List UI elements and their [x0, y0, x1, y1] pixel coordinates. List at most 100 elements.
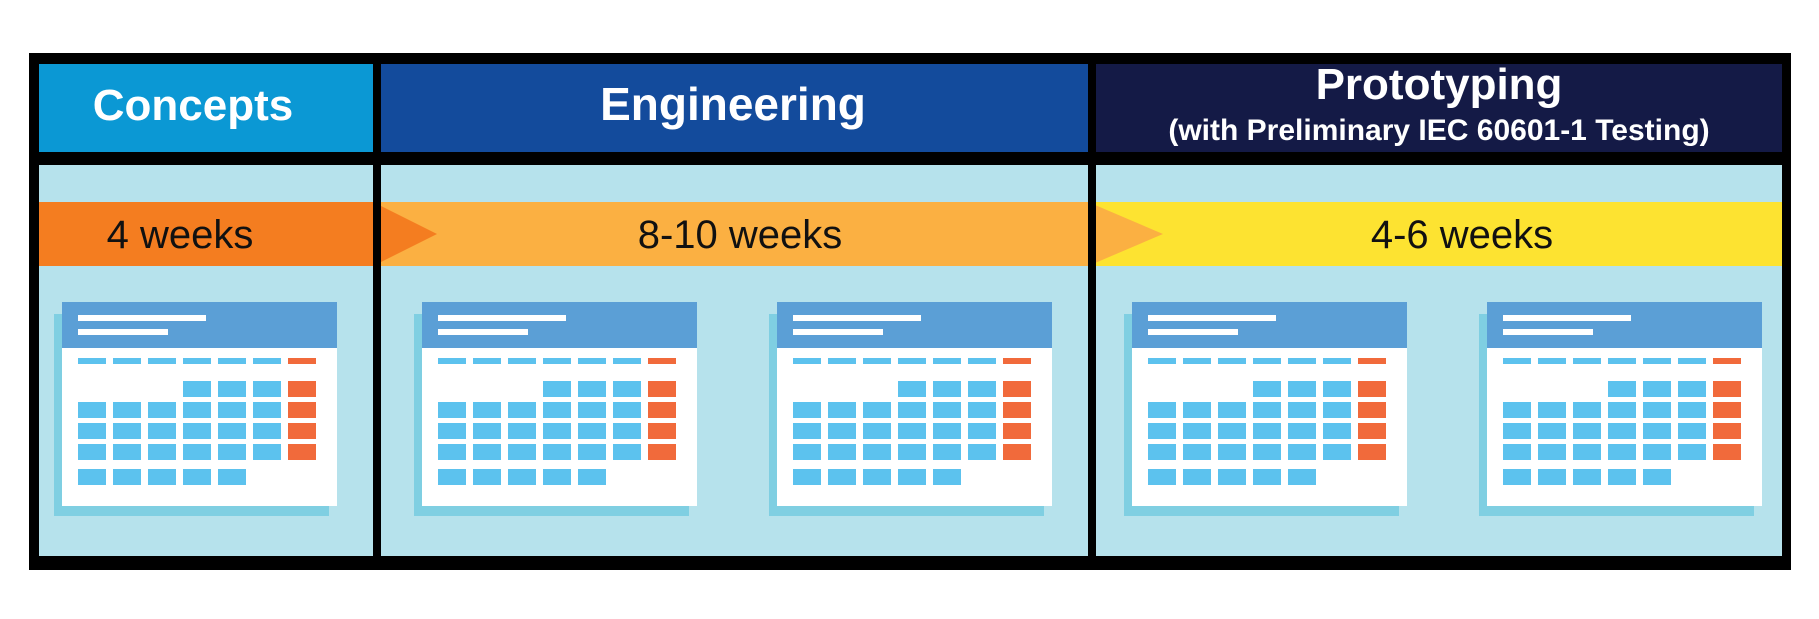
calendar-day: [1538, 423, 1566, 439]
calendar-day: [508, 469, 536, 485]
calendar-day: [1253, 444, 1281, 460]
calendar-day: [1358, 381, 1386, 397]
divider-2: [1088, 64, 1096, 556]
calendar-day: [438, 469, 466, 485]
calendar-day: [1148, 402, 1176, 418]
calendar-day: [1608, 469, 1636, 485]
calendar-day: [968, 423, 996, 439]
calendar-icon: [769, 302, 1052, 516]
calendar-day: [1538, 469, 1566, 485]
calendar-header-line: [1503, 329, 1593, 335]
calendar-day: [578, 469, 606, 485]
calendar-day: [148, 469, 176, 485]
calendar-day: [1643, 402, 1671, 418]
calendar-day: [1573, 423, 1601, 439]
calendar-day: [1323, 423, 1351, 439]
calendar-header-line: [438, 329, 528, 335]
calendar-day: [1678, 381, 1706, 397]
calendar-day: [1253, 423, 1281, 439]
calendar-header: [1132, 302, 1407, 348]
calendar-day: [543, 469, 571, 485]
calendar-day: [78, 444, 106, 460]
calendar-day: [863, 444, 891, 460]
calendar-weekday: [1678, 358, 1706, 364]
calendar-day: [218, 444, 246, 460]
calendar-day: [578, 423, 606, 439]
calendar-day: [933, 402, 961, 418]
calendar-day: [1678, 444, 1706, 460]
calendar-day: [113, 423, 141, 439]
calendar-day: [1288, 402, 1316, 418]
calendar-day: [1218, 423, 1246, 439]
divider-1: [373, 64, 381, 556]
calendar-weekday: [1003, 358, 1031, 364]
calendar-day: [1713, 444, 1741, 460]
calendar-day: [933, 444, 961, 460]
calendar-day: [1183, 402, 1211, 418]
calendar-day: [1608, 402, 1636, 418]
calendar-day: [218, 381, 246, 397]
calendar-weekday: [613, 358, 641, 364]
calendar-icon: [1124, 302, 1407, 516]
calendar-header-line: [793, 315, 921, 321]
calendar-day: [1538, 444, 1566, 460]
calendar-day: [1573, 402, 1601, 418]
calendar-day: [613, 402, 641, 418]
calendar-weekday: [1573, 358, 1601, 364]
calendar-day: [183, 469, 211, 485]
calendar-icons: [54, 302, 1762, 516]
phase-title-prototyping: Prototyping: [1316, 60, 1563, 109]
calendar-day: [828, 469, 856, 485]
calendar-day: [218, 402, 246, 418]
calendar-day: [898, 469, 926, 485]
calendar-day: [1323, 402, 1351, 418]
calendar-day: [1003, 381, 1031, 397]
calendar-day: [648, 423, 676, 439]
calendar-weekday: [1253, 358, 1281, 364]
calendar-day: [253, 423, 281, 439]
calendar-day: [1713, 381, 1741, 397]
calendar-day: [828, 402, 856, 418]
calendar-day: [1288, 423, 1316, 439]
calendar-day: [288, 444, 316, 460]
calendar-weekday: [473, 358, 501, 364]
calendar-day: [1148, 423, 1176, 439]
calendar-day: [1573, 469, 1601, 485]
calendar-weekday: [793, 358, 821, 364]
calendar-day: [1218, 469, 1246, 485]
duration-arrow-prototyping: [1096, 202, 1782, 266]
calendar-day: [828, 444, 856, 460]
calendar-day: [1503, 423, 1531, 439]
calendar-weekday: [148, 358, 176, 364]
calendar-day: [218, 423, 246, 439]
calendar-weekday: [508, 358, 536, 364]
calendar-header: [62, 302, 337, 348]
calendar-day: [933, 469, 961, 485]
phase-title-engineering: Engineering: [600, 78, 866, 130]
calendar-header-line: [1148, 329, 1238, 335]
calendar-day: [508, 423, 536, 439]
duration-arrow-concepts: [39, 202, 437, 266]
calendar-header: [422, 302, 697, 348]
calendar-day: [183, 402, 211, 418]
calendar-day: [438, 444, 466, 460]
calendar-day: [578, 444, 606, 460]
calendar-day: [578, 402, 606, 418]
calendar-day: [473, 402, 501, 418]
calendar-day: [1323, 381, 1351, 397]
calendar-day: [898, 444, 926, 460]
calendar-weekday: [1608, 358, 1636, 364]
calendar-weekday: [218, 358, 246, 364]
calendar-weekday: [543, 358, 571, 364]
calendar-day: [898, 423, 926, 439]
calendar-weekday: [1148, 358, 1176, 364]
calendar-day: [1003, 423, 1031, 439]
calendar-day: [473, 469, 501, 485]
calendar-day: [1183, 444, 1211, 460]
calendar-weekday: [968, 358, 996, 364]
calendar-weekday: [1538, 358, 1566, 364]
calendar-day: [968, 444, 996, 460]
calendar-day: [253, 381, 281, 397]
calendar-weekday: [1643, 358, 1671, 364]
